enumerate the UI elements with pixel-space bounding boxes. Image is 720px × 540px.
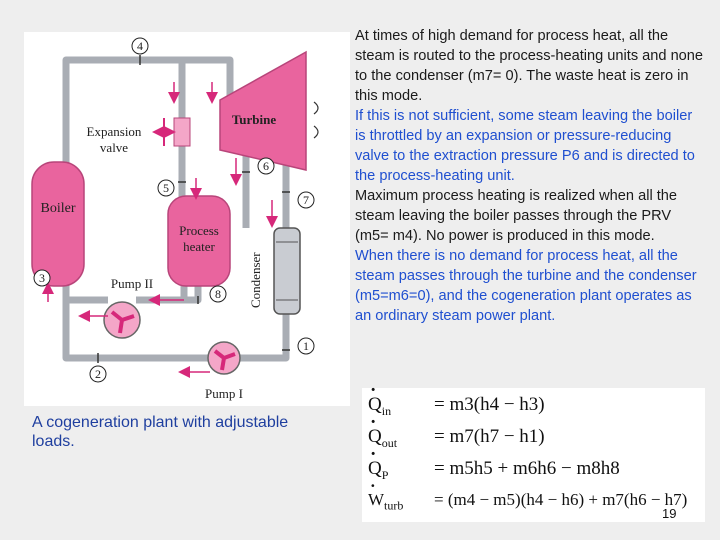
- equations-panel: Qin = m3(h4 − h3) Qout = m7(h7 − h1) QP …: [362, 380, 705, 522]
- shaft-icon: [313, 101, 319, 115]
- paragraph-full-process: At times of high demand for process heat…: [355, 28, 704, 104]
- turbine: [219, 50, 307, 171]
- state-6-label: 6: [263, 159, 269, 173]
- flow-arrows: [42, 82, 278, 378]
- figure-caption: A cogeneration plant with adjustable loa…: [32, 414, 289, 450]
- paragraph-no-demand: When there is no demand for process heat…: [355, 248, 697, 324]
- eq4-lhs: W: [368, 476, 384, 510]
- eq1-lhs: Q: [368, 380, 382, 416]
- eq1-rhs: = m3(h4 − h3): [434, 394, 545, 415]
- turbine-label: Turbine: [232, 112, 277, 127]
- expansion-valve-label-2: valve: [100, 140, 128, 155]
- explanation-text: At times of high demand for process heat…: [355, 26, 705, 326]
- pipe-pump-i-to-boiler: [62, 282, 210, 362]
- process-heater-label-2: heater: [183, 239, 215, 254]
- pump-ii-label: Pump II: [111, 276, 153, 291]
- process-heater-label-1: Process: [179, 223, 219, 238]
- eq3-rhs: = m5h5 + m6h6 − m8h8: [434, 458, 620, 479]
- condenser-label: Condenser: [248, 252, 263, 308]
- expansion-valve-label-1: Expansion: [87, 124, 142, 139]
- cogeneration-diagram: Boiler Turbine Expansion valve Process h…: [24, 32, 350, 406]
- state-5-label: 5: [163, 181, 169, 195]
- state-4-label: 4: [137, 39, 143, 53]
- boiler: [31, 161, 85, 287]
- eq2-rhs: = m7(h7 − h1): [434, 426, 545, 447]
- paragraph-max-heating: Maximum process heating is realized when…: [355, 188, 678, 244]
- pump-i-icon: [207, 341, 241, 375]
- paragraph-throttled: If this is not sufficient, some steam le…: [355, 108, 695, 184]
- schematic-svg: Boiler Turbine Expansion valve Process h…: [31, 37, 319, 401]
- page-number: 19: [662, 506, 677, 521]
- condenser: [273, 227, 301, 315]
- state-3-label: 3: [39, 271, 45, 285]
- pump-ii-icon: [103, 301, 141, 339]
- state-markers: 4 5 6 7 8 3 2 1: [33, 37, 315, 383]
- pipe-boiler-to-turbine: [62, 56, 234, 172]
- boiler-label: Boiler: [41, 201, 76, 216]
- eq2-lhs: Q: [368, 412, 382, 448]
- pipe-condenser-to-pump-i: [238, 308, 290, 362]
- state-8-label: 8: [215, 287, 221, 301]
- eq4-rhs: = (m4 − m5)(h4 − h6) + m7(h6 − h7): [434, 490, 688, 509]
- state-1-label: 1: [303, 339, 309, 353]
- state-7-label: 7: [303, 193, 309, 207]
- pump-i-label: Pump I: [205, 386, 243, 401]
- expansion-valve-icon: [152, 117, 191, 147]
- eq3-lhs: Q: [368, 444, 382, 480]
- state-2-label: 2: [95, 367, 101, 381]
